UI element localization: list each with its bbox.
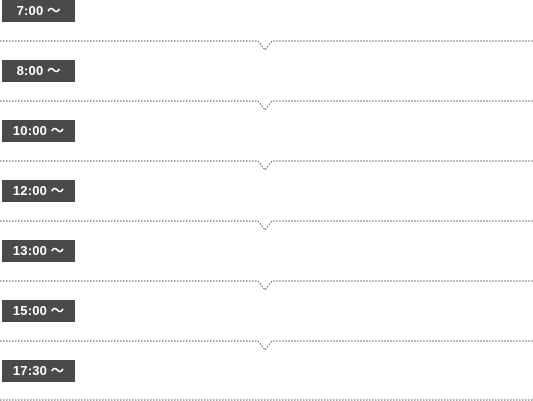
schedule-slot: 8:00 〜 [0, 60, 533, 120]
divider-chevron-down-icon [0, 220, 533, 231]
divider-chevron-down-icon [0, 100, 533, 111]
divider-chevron-down-icon [0, 160, 533, 171]
divider-line [0, 399, 533, 401]
schedule-slot: 17:30 〜 [0, 360, 533, 401]
schedule-slot: 7:00 〜 [0, 0, 533, 60]
schedule-slot: 12:00 〜 [0, 180, 533, 240]
divider-chevron-down-icon [0, 40, 533, 51]
time-label: 13:00 〜 [2, 240, 75, 262]
schedule-slot: 10:00 〜 [0, 120, 533, 180]
time-label: 7:00 〜 [2, 0, 75, 22]
schedule-slot: 13:00 〜 [0, 240, 533, 300]
time-label: 10:00 〜 [2, 120, 75, 142]
divider-chevron-down-icon [0, 340, 533, 351]
time-label: 12:00 〜 [2, 180, 75, 202]
time-label: 15:00 〜 [2, 300, 75, 322]
time-label: 17:30 〜 [2, 360, 75, 382]
schedule-slot: 15:00 〜 [0, 300, 533, 360]
divider-chevron-down-icon [0, 280, 533, 291]
time-label: 8:00 〜 [2, 60, 75, 82]
